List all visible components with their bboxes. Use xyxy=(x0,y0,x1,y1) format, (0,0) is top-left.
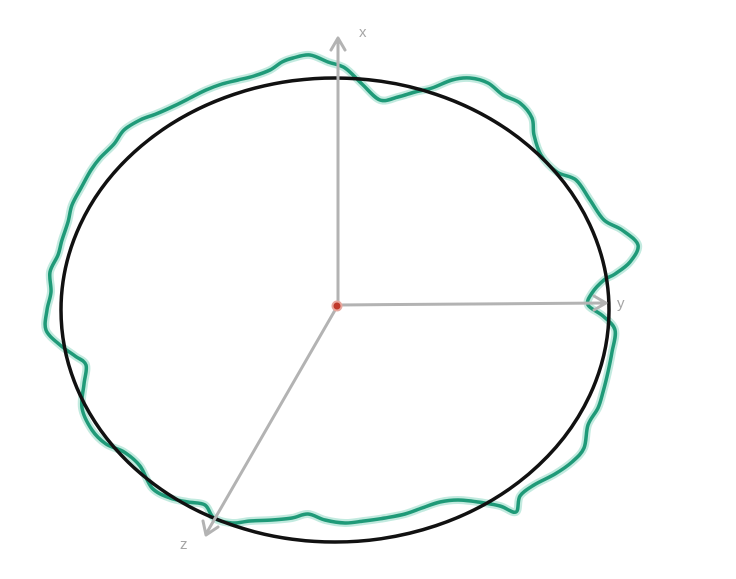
rough-closed-curve xyxy=(43,53,640,525)
x-axis-label: x xyxy=(359,24,367,41)
y-axis-arrowhead xyxy=(592,294,608,312)
x-axis: x xyxy=(329,24,367,307)
x-axis-arrowhead xyxy=(329,36,347,52)
rough-curve-group xyxy=(41,50,643,528)
z-axis-arrowhead xyxy=(201,519,220,537)
z-axis-line xyxy=(204,303,340,536)
origin-point xyxy=(331,300,343,312)
y-axis-label: y xyxy=(617,295,625,312)
y-axis-line xyxy=(336,301,607,307)
z-axis-label: z xyxy=(180,536,188,553)
y-axis: y xyxy=(336,294,625,312)
z-axis: z xyxy=(180,303,340,553)
reference-ellipse xyxy=(59,76,611,544)
